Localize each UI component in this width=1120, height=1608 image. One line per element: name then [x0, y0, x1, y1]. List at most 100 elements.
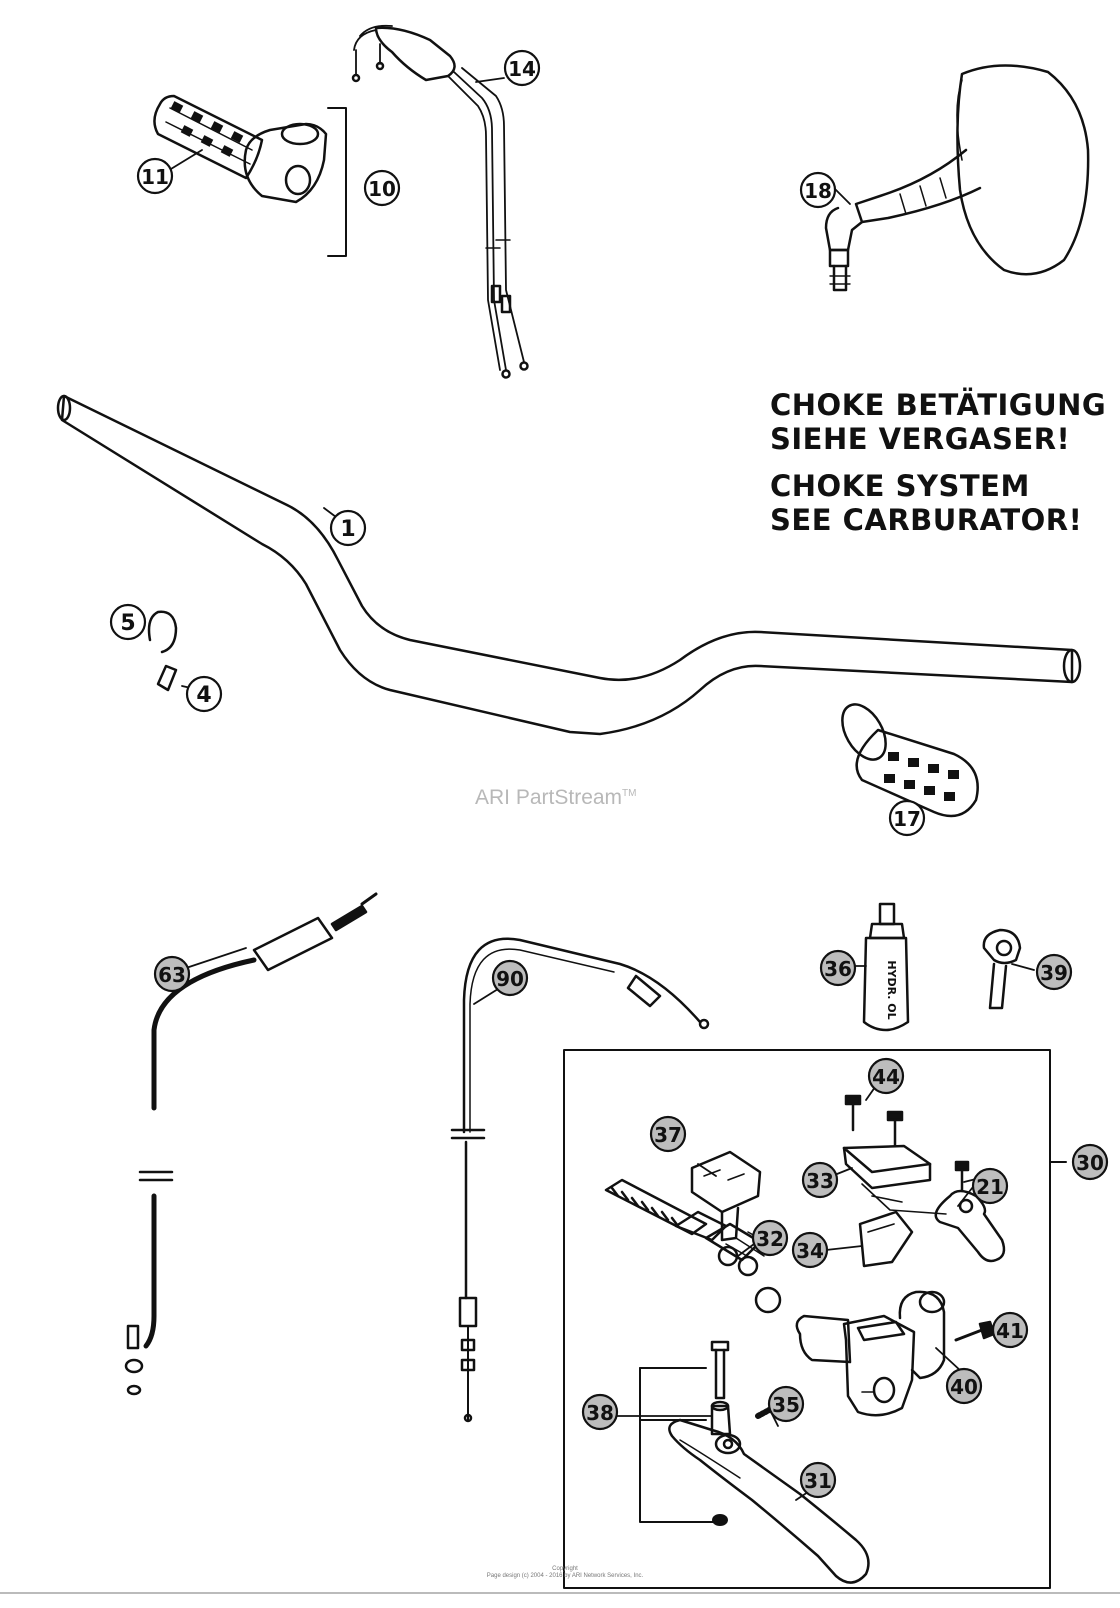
callout-circle [801, 1161, 839, 1199]
watermark-text: ARI PartStream [475, 786, 623, 809]
choke-note-german: CHOKE BETÄTIGUNG SIEHE VERGASER! [770, 388, 1106, 456]
oil-bottle[interactable]: HYDR. OL [862, 902, 910, 1032]
callout-number: 35 [772, 1393, 800, 1417]
callout-circle [329, 509, 367, 547]
master-cylinder[interactable] [795, 1290, 946, 1417]
callout-circle [503, 49, 541, 87]
callout-number: 31 [804, 1469, 832, 1493]
callout-bracket-38 [639, 1367, 728, 1526]
watermark: ARI PartStreamTM [475, 786, 637, 810]
callout-number: 90 [496, 967, 524, 991]
callout-11[interactable]: 11 [136, 157, 174, 195]
hex-bolt[interactable] [954, 1320, 996, 1342]
clip-ring[interactable] [147, 610, 178, 654]
callout-circle [867, 1057, 905, 1095]
bushing[interactable] [710, 1400, 732, 1436]
callout-number: 17 [893, 807, 921, 831]
callout-number: 39 [1040, 961, 1068, 985]
callout-14[interactable]: 14 [503, 49, 541, 87]
callout-circle [945, 1367, 983, 1405]
callout-number: 1 [340, 517, 355, 542]
callout-4[interactable]: 4 [185, 675, 223, 713]
callout-circle [363, 169, 401, 207]
speedometer-cable[interactable] [124, 892, 378, 1396]
lever-screw[interactable] [954, 1160, 970, 1192]
callout-number: 5 [120, 611, 135, 636]
callout-number: 21 [976, 1175, 1004, 1199]
callout-circle [888, 799, 926, 837]
callout-circle [971, 1167, 1009, 1205]
callout-18[interactable]: 18 [799, 171, 837, 209]
callout-number: 18 [804, 179, 832, 203]
callout-17[interactable]: 17 [888, 799, 926, 837]
callout-36[interactable]: 36 [819, 949, 857, 987]
callout-63[interactable]: 63 [153, 955, 191, 993]
callout-circle [581, 1393, 619, 1431]
pin[interactable] [156, 664, 178, 692]
callout-number: 32 [756, 1227, 784, 1251]
callout-1[interactable]: 1 [329, 509, 367, 547]
callout-30[interactable]: 30 [1071, 1143, 1109, 1181]
callout-5[interactable]: 5 [109, 603, 147, 641]
copyright-line2: Page design (c) 2004 - 2016 by ARI Netwo… [486, 1573, 644, 1579]
callout-number: 11 [141, 165, 169, 189]
callout-circle [153, 955, 191, 993]
reservoir-cover[interactable] [842, 1144, 947, 1215]
callout-39[interactable]: 39 [1035, 953, 1073, 991]
callout-38[interactable]: 38 [581, 1393, 619, 1431]
callout-number: 4 [196, 683, 211, 708]
mirror[interactable] [824, 64, 1090, 292]
small-clamp[interactable] [982, 928, 1022, 1010]
callout-circle [791, 1231, 829, 1269]
callout-31[interactable]: 31 [799, 1461, 837, 1499]
callout-37[interactable]: 37 [649, 1115, 687, 1153]
callout-33[interactable]: 33 [801, 1161, 839, 1199]
clutch-cable[interactable] [450, 937, 710, 1423]
cap-clamp[interactable] [690, 1150, 762, 1242]
throttle-assembly-bracket [327, 107, 347, 257]
callout-number: 38 [586, 1401, 614, 1425]
choke-note-german-line2: SIEHE VERGASER! [770, 422, 1071, 456]
brake-lever[interactable] [668, 1418, 870, 1584]
copyright-line1: Copyright [552, 1566, 578, 1572]
handlebar[interactable] [56, 394, 1082, 736]
callout-circle [109, 603, 147, 641]
callout-circle [491, 959, 529, 997]
copyright: Copyright Page design (c) 2004 - 2016 by… [485, 1566, 645, 1580]
throttle-cable[interactable] [351, 24, 529, 379]
callout-number: 36 [824, 957, 852, 981]
screws[interactable] [844, 1094, 904, 1148]
callout-circle [1035, 953, 1073, 991]
callout-35[interactable]: 35 [767, 1385, 805, 1423]
callout-circle [799, 1461, 837, 1499]
callout-40[interactable]: 40 [945, 1367, 983, 1405]
callout-number: 14 [508, 57, 536, 81]
callout-41[interactable]: 41 [991, 1311, 1029, 1349]
callout-number: 40 [950, 1375, 978, 1399]
callout-34[interactable]: 34 [791, 1231, 829, 1269]
choke-note-english-line1: CHOKE SYSTEM [770, 469, 1030, 503]
callout-circle [991, 1311, 1029, 1349]
callout-circle [136, 157, 174, 195]
callout-10[interactable]: 10 [363, 169, 401, 207]
callout-90[interactable]: 90 [491, 959, 529, 997]
callout-32[interactable]: 32 [751, 1219, 789, 1257]
callout-circle [819, 949, 857, 987]
left-grip[interactable] [833, 697, 979, 818]
callout-21[interactable]: 21 [971, 1167, 1009, 1205]
callout-number: 63 [158, 963, 186, 987]
callout-circle [1071, 1143, 1109, 1181]
callout-44[interactable]: 44 [867, 1057, 905, 1095]
pivot-bolt[interactable] [710, 1340, 730, 1400]
rubber-boot[interactable] [858, 1210, 914, 1268]
callout-number: 37 [654, 1123, 682, 1147]
bottom-rule [0, 1592, 1120, 1594]
callout-circle [799, 171, 837, 209]
callout-number: 44 [872, 1065, 900, 1089]
choke-note-english: CHOKE SYSTEM SEE CARBURATOR! [770, 469, 1082, 537]
trademark-mark: TM [622, 788, 637, 799]
throttle-grip[interactable] [153, 94, 328, 204]
callout-circle [185, 675, 223, 713]
